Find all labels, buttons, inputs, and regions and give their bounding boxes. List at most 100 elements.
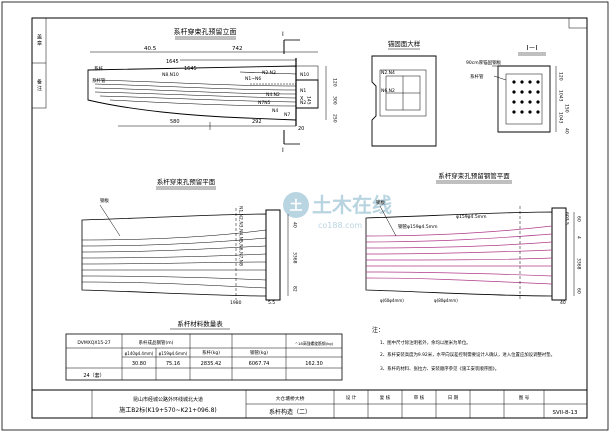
dim-d3: 1645 <box>166 59 179 65</box>
watermark: 土 土木在线 co188.com <box>283 192 392 230</box>
label-l19: N2 <box>300 100 306 106</box>
label-l20: N7 <box>284 112 290 118</box>
anchor-face-title: 锚固面大样 <box>388 39 421 48</box>
pipe-label-d: φ(60φ4mm) <box>380 298 404 303</box>
section-dim-c: 150 <box>564 104 570 113</box>
pipe-plan-title: 系杆穿束孔预留钢管平面 <box>438 171 510 180</box>
section-title: I－I <box>526 44 537 52</box>
section-dim-e: 40 <box>564 128 570 134</box>
label-l15: N1 <box>300 88 306 94</box>
rdim-r4: 250 <box>332 114 338 123</box>
pipe-dim-a: 60 <box>576 216 582 222</box>
table-value-4: 6067.74 <box>249 361 270 367</box>
section-view: I－I 90cm厚锚固钢板 系杆管 120 1043 150 1043 40 <box>466 44 570 134</box>
table-row-label: 24（套） <box>83 372 104 379</box>
pipe-dim-f: 40 <box>560 300 566 306</box>
pipe-label-b: φ159φ4.5mm <box>456 214 486 220</box>
review-label: 复 核 <box>380 394 391 401</box>
table-title: 系杆材料数量表 <box>177 319 223 328</box>
notes-title: 注： <box>372 326 384 334</box>
plan-dim-c: 5.5 <box>268 300 275 306</box>
anchor-face-detail: 锚固面大样 N2.N4 N6.N2 <box>371 39 437 147</box>
title-block: 昆山市经城公路外环线城北大道 施工B2标(K19+570~K21+096.8) … <box>32 389 587 418</box>
table-col1-sub2: φ159φ4.6mm) <box>159 351 188 356</box>
plan-dim-e: 82 <box>292 286 298 292</box>
section-label-b: 系杆管 <box>470 73 484 80</box>
label-l2: 系杆 <box>94 65 103 72</box>
label-l14: N2.N3 <box>262 70 276 76</box>
section-dim-a: 120 <box>558 72 564 81</box>
date-label: 日 期 <box>448 395 459 401</box>
table-value-3: 2835.42 <box>201 361 222 367</box>
label-l11: N4.N2 <box>266 92 280 98</box>
pipe-label-a: 钢板 <box>376 199 385 206</box>
sheet-label: 图 号 <box>519 395 530 401</box>
dim-d7: 20 <box>298 126 304 132</box>
rdim-r2: 145 <box>306 96 312 105</box>
side-strip: 盖 章 备 注 <box>31 17 47 109</box>
side-strip-remark: 备 注 <box>36 79 42 93</box>
x-mark: X <box>300 96 304 102</box>
watermark-sub: co188.com <box>318 221 362 230</box>
pipe-plan-view: 系杆穿束孔预留钢管平面 钢板 φ159φ4.5mm 钢管φ159φ4.5mm 6… <box>365 171 582 306</box>
dim-d6: 292 <box>252 119 262 125</box>
plan-dim-d: 3368 <box>292 252 298 264</box>
plan-view: 系杆穿束孔预留平面 N1,N2,N3,N4,N5,N6,N7,N8 钢板 40 … <box>81 177 298 306</box>
table-col1-sub1: φ140φ4.4mm) <box>125 351 154 356</box>
label-l1: N8.N10 <box>162 72 179 78</box>
pipe-label-c: 钢管φ159φ4.5mm <box>398 223 437 230</box>
table-header-left: DVMXQX15-27 <box>77 340 110 346</box>
note-1: 1、图中尺寸除注明者外，余均以厘米为单位。 <box>380 339 471 346</box>
anchor-label-a: N2.N4 <box>381 70 395 76</box>
elevation-view: 系杆穿束孔预留立面 40.5 742 1645 1645 系杆 系杆管 N8.N… <box>87 27 338 154</box>
dim-d5: 580 <box>170 119 180 125</box>
label-l7: N4 <box>272 108 278 114</box>
table-col3: 钢管(kg) <box>250 349 268 356</box>
section-mark-top: I <box>282 31 284 38</box>
sheet-number: SVII-8-13 <box>553 410 578 416</box>
label-l16: N10 <box>300 72 309 78</box>
dim-d1: 40.5 <box>144 46 157 52</box>
check-label: 审 核 <box>414 394 425 401</box>
plan-dim-b: 1980 <box>230 300 242 306</box>
table-col4: ^18高强螺旋筋钢(kg) <box>295 341 334 346</box>
plan-title: 系杆穿束孔预留平面 <box>157 177 216 186</box>
note-2: 2、系杆安装高度为9.92米，水平向误差控制需要设计人确认，进入位置应加设调整衬… <box>380 351 555 358</box>
table-value-2: 75.16 <box>166 361 180 367</box>
corner-box <box>568 17 588 29</box>
bridge-name: 大仓塘桥大桥 <box>276 395 305 402</box>
rdim-r1: 120 <box>332 78 338 87</box>
label-l3: 系杆管 <box>92 77 106 84</box>
section-mark-bottom: I <box>282 147 284 154</box>
section-dim-d: 1043 <box>558 112 564 124</box>
notes: 注： 1、图中尺寸除注明者外，余均以厘米为单位。 2、系杆安装高度为9.92米，… <box>372 326 555 372</box>
table-value-1: 30.80 <box>132 361 146 367</box>
section-dim-b: 1043 <box>558 90 564 102</box>
side-strip-stamp: 盖 章 <box>36 34 42 48</box>
note-3: 3、系杆的材料、张拉力、安装顺序参见《施工安装顺序图》。 <box>380 365 499 372</box>
pipe-dim-d: 3368 <box>576 258 582 270</box>
project-line2: 施工B2标(K19+570~K21+096.8) <box>119 406 216 414</box>
rdim-r3: 300 <box>332 96 338 105</box>
material-table: 系杆材料数量表 DVMXQX15-27 系杆成品钢管(m) φ140φ4.4mm… <box>65 319 343 381</box>
elevation-title: 系杆穿束孔预留立面 <box>174 27 237 36</box>
table-col2: 系杆(kg) <box>202 349 220 356</box>
pipe-dim-e: 60 <box>576 288 582 294</box>
table-value-5: 162.30 <box>305 361 323 367</box>
label-l4: N1~N6 <box>245 76 261 82</box>
dim-d4: 1645 <box>184 66 197 72</box>
dim-d2: 742 <box>232 46 243 52</box>
plan-top-labels: N1,N2,N3,N4,N5,N6,N7,N8 <box>238 206 244 266</box>
watermark-main: 土木在线 <box>312 193 392 217</box>
pipe-dim-c: 603.5 <box>564 212 570 225</box>
table-col1: 系杆成品钢管(m) <box>139 339 174 346</box>
section-label-a: 90cm厚锚固钢板 <box>466 59 502 66</box>
label-l13: N7N5 <box>258 100 271 106</box>
pipe-label-e: φ(80φ4mm) <box>434 298 458 303</box>
anchor-label-b: N6.N2 <box>381 88 395 94</box>
plan-left-label: 钢板 <box>100 197 109 204</box>
svg-text:土: 土 <box>289 198 302 214</box>
